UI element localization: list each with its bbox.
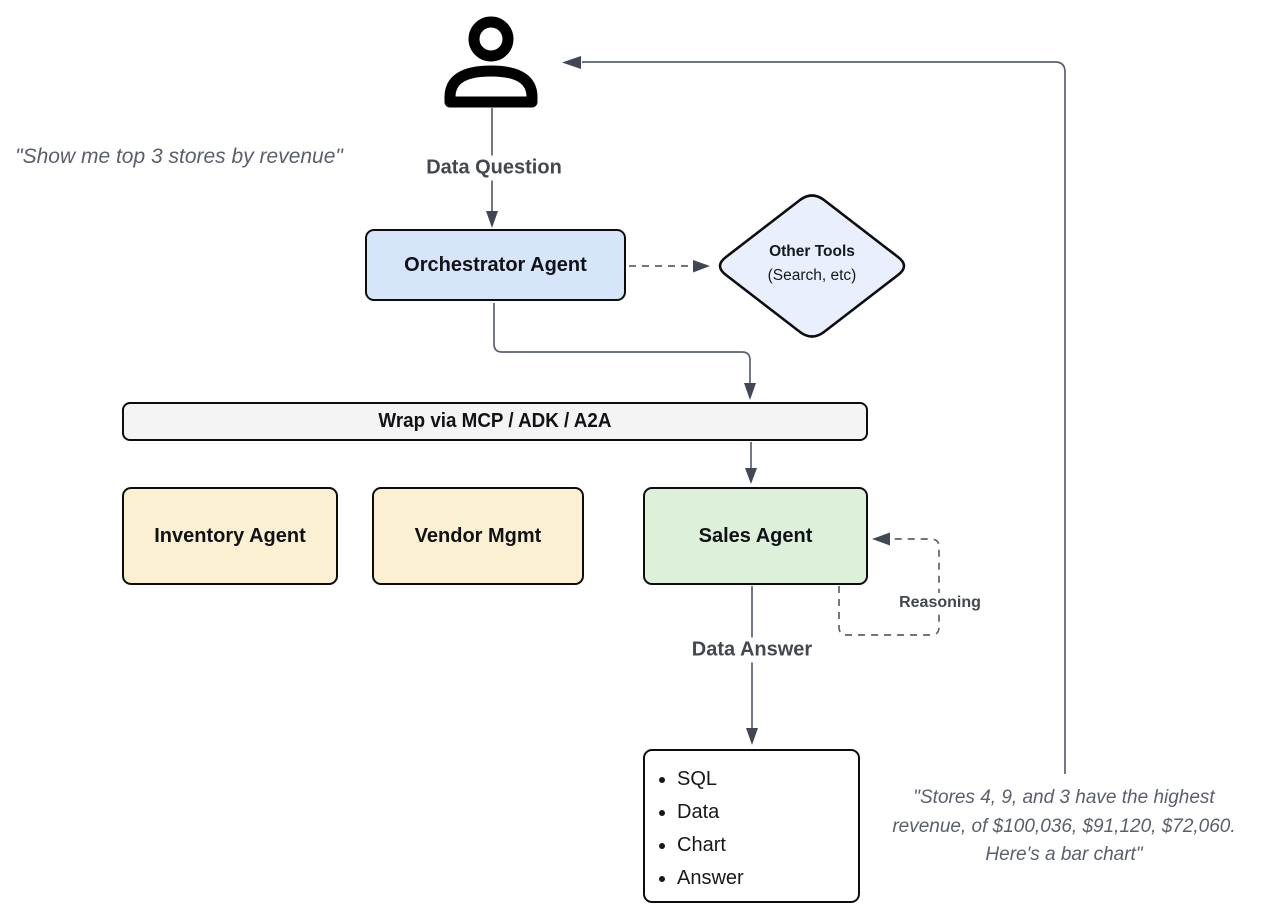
output-list: SQL Data Chart Answer bbox=[645, 763, 744, 895]
other-tools-label: Other Tools (Search, etc) bbox=[712, 240, 912, 288]
user-icon bbox=[444, 16, 538, 108]
arrowhead-to-orchestrator bbox=[486, 211, 498, 228]
wrap-protocol-label: Wrap via MCP / ADK / A2A bbox=[378, 410, 612, 432]
edge-reasoning-loop bbox=[838, 538, 940, 636]
data-answer-label: Data Answer bbox=[685, 637, 819, 663]
edge-answer-to-user bbox=[582, 61, 1066, 774]
agent-answer-line-1: "Stores 4, 9, and 3 have the highest bbox=[913, 787, 1215, 808]
arrowhead-to-tools bbox=[693, 260, 710, 273]
inventory-agent-label: Inventory Agent bbox=[154, 524, 306, 547]
output-item-sql: SQL bbox=[677, 763, 744, 796]
wrap-protocol-bar: Wrap via MCP / ADK / A2A bbox=[122, 402, 868, 441]
arrowhead-to-user bbox=[562, 56, 581, 69]
arrowhead-to-output bbox=[746, 728, 758, 745]
orchestrator-agent-label: Orchestrator Agent bbox=[404, 253, 587, 276]
output-item-answer: Answer bbox=[677, 862, 744, 895]
output-item-chart: Chart bbox=[677, 829, 744, 862]
other-tools-diamond bbox=[718, 194, 906, 338]
agent-answer-line-2: revenue, of $100,036, $91,120, $72,060. bbox=[892, 815, 1236, 837]
vendor-mgmt-node: Vendor Mgmt bbox=[372, 487, 584, 585]
sales-agent-label: Sales Agent bbox=[698, 524, 813, 547]
arrowhead-reasoning bbox=[872, 532, 890, 546]
edge-orchestrator-to-wrap bbox=[493, 303, 751, 385]
output-list-node: SQL Data Chart Answer bbox=[643, 749, 860, 903]
orchestrator-agent-node: Orchestrator Agent bbox=[365, 229, 626, 301]
arrowhead-to-wrap bbox=[744, 383, 756, 400]
arrowhead-to-sales bbox=[745, 468, 757, 484]
inventory-agent-node: Inventory Agent bbox=[122, 487, 338, 585]
agent-answer-line-3: Here's a bar chart" bbox=[985, 844, 1143, 865]
reasoning-label: Reasoning bbox=[895, 593, 985, 613]
other-tools-title: Other Tools bbox=[769, 243, 855, 260]
sales-agent-node: Sales Agent bbox=[643, 487, 868, 585]
vendor-mgmt-label: Vendor Mgmt bbox=[414, 524, 542, 547]
other-tools-subtitle: (Search, etc) bbox=[767, 267, 857, 284]
output-item-data: Data bbox=[677, 796, 744, 829]
data-question-label: Data Question bbox=[420, 155, 568, 181]
user-question-quote: "Show me top 3 stores by revenue" bbox=[15, 145, 343, 168]
agent-answer-quote: "Stores 4, 9, and 3 have the highest rev… bbox=[866, 784, 1262, 870]
